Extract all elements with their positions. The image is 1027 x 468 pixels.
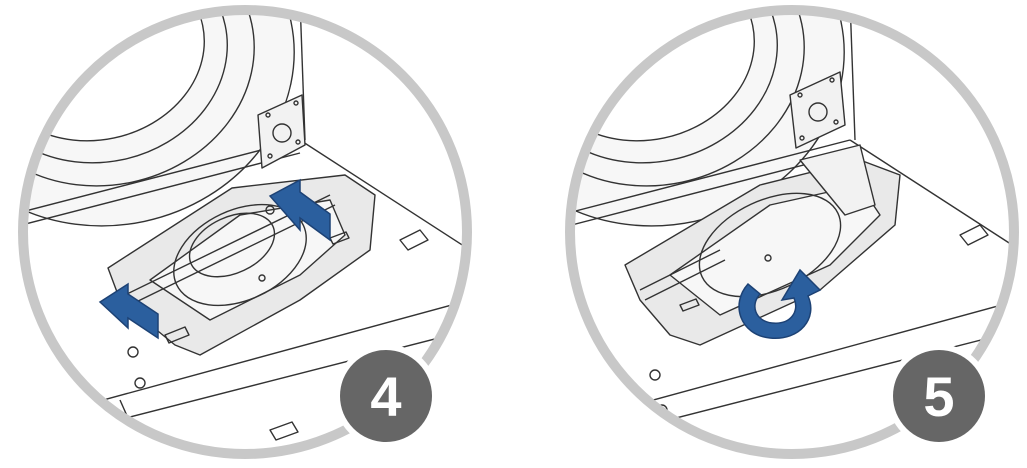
filter-tray-5 <box>624 144 901 346</box>
push-arrow-left-4 <box>98 282 159 340</box>
screws-4 <box>127 229 429 441</box>
hinge-plate-4 <box>257 94 306 169</box>
step-number-4: 4 <box>370 364 402 428</box>
hinge-plate-5 <box>789 71 846 149</box>
step-number-5: 5 <box>923 364 955 428</box>
rotate-arrow-5 <box>738 268 822 339</box>
push-arrow-right-4 <box>268 178 331 242</box>
panel-ring-5 <box>565 5 1019 459</box>
panel-ring-4 <box>18 5 472 459</box>
step-number-badge-5: 5 <box>893 350 985 442</box>
panel-step-5 <box>565 5 1019 459</box>
step-number-badge-4: 4 <box>340 350 432 442</box>
